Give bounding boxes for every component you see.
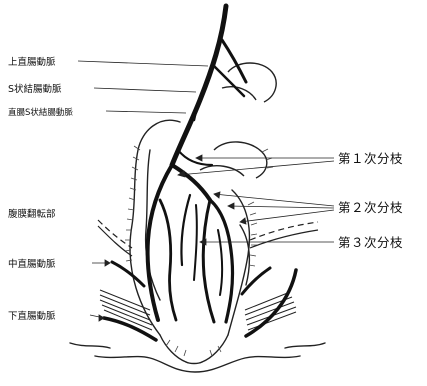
rectosigmoid-artery-label: 直腸S状結腸動脈	[8, 107, 73, 118]
levator-muscle	[100, 290, 296, 330]
secondary-branch-label: 第２次分枝	[338, 200, 403, 215]
sigmoid-artery-label: S状結腸動脈	[8, 83, 62, 95]
left-leaders	[78, 61, 208, 321]
tertiary-branch-label: 第３次分枝	[338, 235, 403, 250]
primary-branch-label: 第１次分枝	[338, 151, 403, 166]
sigmoid-colon	[200, 63, 276, 178]
superior-rectal-artery-label: 上直腸動脈	[8, 56, 56, 68]
peritoneal-reflection-label: 腹膜翻転部	[8, 208, 56, 220]
inferior-rectal-artery-label: 下直腸動脈	[8, 310, 56, 322]
middle-rectal-artery-label: 中直腸動脈	[8, 258, 56, 270]
